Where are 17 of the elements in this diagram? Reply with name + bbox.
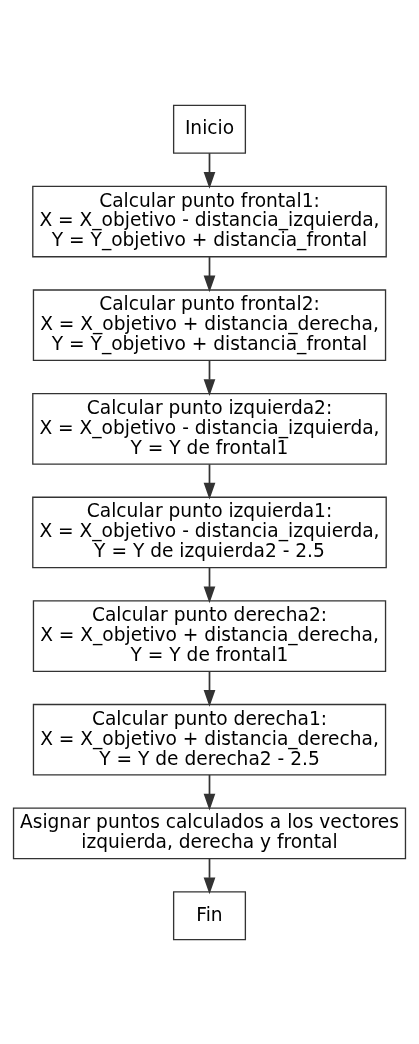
arrow	[203, 463, 216, 500]
node-box: Calcular punto frontal1: X = X_objetivo - distancia_izquierda, Y = Y_objetivo + distancia_frontal	[32, 185, 387, 257]
arrow	[203, 566, 216, 603]
node-box: Calcular punto derecha1: X = X_objetivo + distancia_derecha, Y = Y de derecha2 - 2.5	[32, 703, 387, 776]
node-box: Asignar puntos calculados a los vectores izquierda, derecha y frontal	[12, 807, 407, 859]
node-box: Fin	[172, 890, 247, 940]
arrow	[203, 255, 216, 292]
node-box: Inicio	[172, 104, 247, 154]
node-box: Calcular punto izquierda1: X = X_objetivo - distancia_izquierda, Y = Y de izquierda2 - 2.5	[32, 496, 387, 568]
node-box: Calcular punto frontal2: X = X_objetivo + distancia_derecha, Y = Y_objetivo + distancia_frontal	[32, 288, 387, 361]
arrow	[203, 151, 216, 189]
arrow	[203, 359, 216, 396]
arrow	[203, 857, 216, 894]
node-box: Calcular punto izquierda2: X = X_objetivo - distancia_izquierda, Y = Y de frontal1	[32, 392, 387, 465]
arrow	[203, 670, 216, 707]
node-box: Calcular punto derecha2: X = X_objetivo + distancia_derecha, Y = Y de frontal1	[32, 599, 387, 672]
arrow	[203, 773, 216, 810]
